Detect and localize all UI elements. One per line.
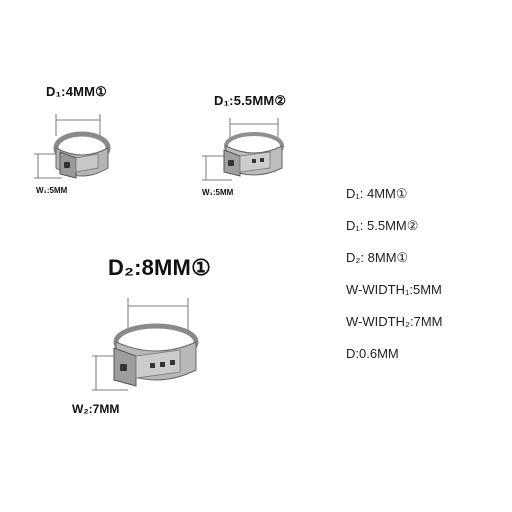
spec-list: D₁: 4MM① D₁: 5.5MM② D₂: 8MM① W-WIDTH₁:5M… — [346, 186, 506, 378]
spec-line: W-WIDTH₁:5MM — [346, 282, 442, 297]
spec-line: D₁: 4MM① — [346, 186, 408, 201]
clamp3-width-label: W₂:7MM — [72, 402, 120, 416]
clamp1-width-label: W₁:5MM — [36, 186, 68, 195]
spec-line: W-WIDTH₂:7MM — [346, 314, 443, 329]
spec-line: D₂: 8MM① — [346, 250, 409, 265]
clamp3-image — [92, 298, 199, 391]
clamp1-image — [34, 114, 111, 179]
clamp2-diameter-label: D₁:5.5MM② — [214, 93, 287, 108]
spec-line: D₁: 5.5MM② — [346, 218, 419, 233]
clamp2-width-label: W₁:5MM — [202, 188, 234, 197]
clamp1-diameter-label: D₁:4MM① — [46, 84, 108, 99]
spec-line: D:0.6MM — [346, 346, 399, 361]
clamp2-image — [202, 118, 284, 181]
clamp3-diameter-label: D₂:8MM① — [108, 255, 211, 280]
